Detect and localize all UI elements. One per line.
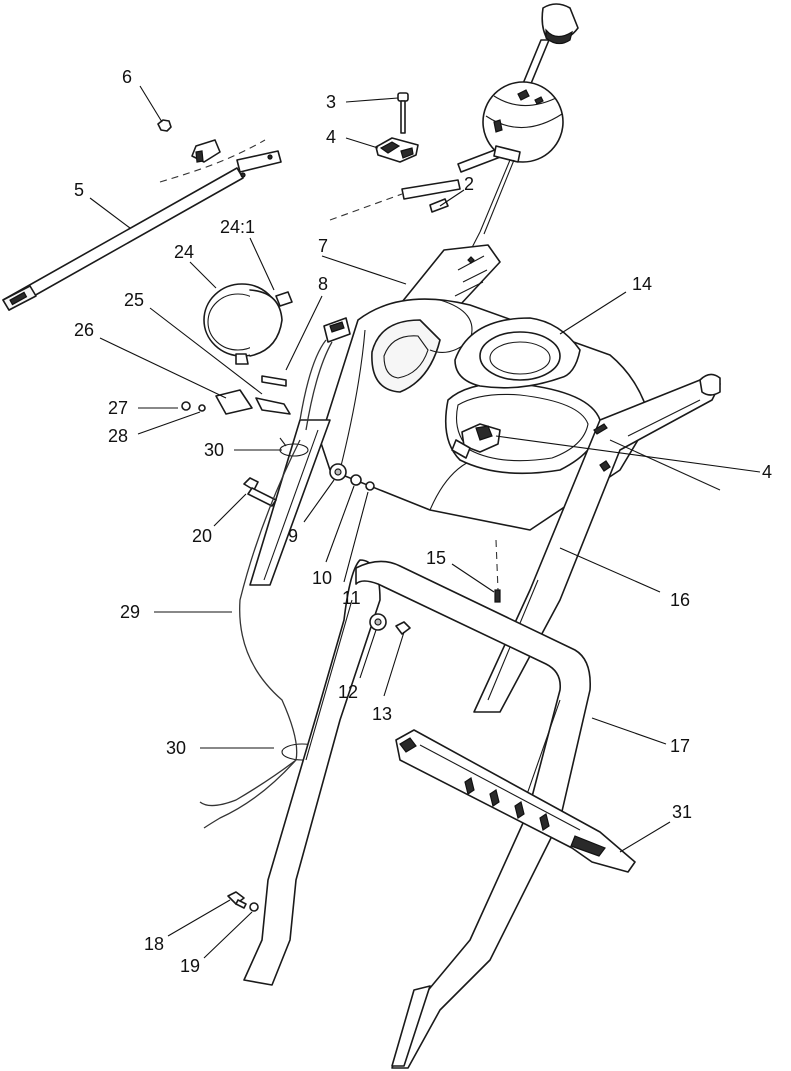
link-part-2: [329, 179, 461, 221]
callout-18: 18: [144, 934, 164, 954]
callout-9: 9: [288, 526, 298, 546]
callout-30-upper: 30: [204, 440, 224, 460]
callout-8: 8: [318, 274, 328, 294]
callout-31: 31: [672, 802, 692, 822]
hardware-parts-9-10-11: [329, 463, 375, 491]
callout-labels: 6 5 3 4 2 24:1 24 7 14 8 25 26 27 28 30 …: [74, 67, 772, 976]
wire-harness-part-29: [199, 439, 301, 829]
callout-24: 24: [174, 242, 194, 262]
callout-28: 28: [108, 426, 128, 446]
callout-2: 2: [464, 174, 474, 194]
callout-30-lower: 30: [166, 738, 186, 758]
callout-5: 5: [74, 180, 84, 200]
lower-panel-tube: [249, 419, 331, 586]
lower-handle-left: [243, 559, 381, 986]
clip-part-4-top: [375, 137, 419, 163]
hardware-parts-18-19: [227, 891, 259, 912]
callout-20: 20: [192, 526, 212, 546]
callout-4-right: 4: [762, 462, 772, 482]
callout-13: 13: [372, 704, 392, 724]
callout-7: 7: [318, 236, 328, 256]
callout-25: 25: [124, 290, 144, 310]
hardware-parts-12-13: [369, 613, 411, 635]
headlight-part-24: [203, 283, 293, 365]
chute-rack-part-31: [395, 729, 636, 873]
connector-part-8: [299, 317, 351, 431]
callout-26: 26: [74, 320, 94, 340]
callout-12: 12: [338, 682, 358, 702]
shift-rod-part-5: [2, 139, 282, 311]
switch-part-4-right: [451, 423, 501, 459]
callout-3: 3: [326, 92, 336, 112]
bolt-part-20: [243, 477, 277, 507]
callout-29: 29: [120, 602, 140, 622]
leader-lines: [89, 85, 761, 959]
shift-lever-assembly: [444, 3, 579, 301]
callout-15: 15: [426, 548, 446, 568]
callout-27: 27: [108, 398, 128, 418]
screw-part-15: [494, 539, 501, 603]
callout-19: 19: [180, 956, 200, 976]
callout-14: 14: [632, 274, 652, 294]
callout-17: 17: [670, 736, 690, 756]
callout-10: 10: [312, 568, 332, 588]
bracket-part-26: [181, 375, 291, 415]
callout-11: 11: [342, 588, 361, 608]
callout-24-1: 24:1: [220, 217, 255, 237]
callout-4-top: 4: [326, 127, 336, 147]
bezel-part-14: [454, 317, 581, 389]
nut-part-6: [157, 119, 221, 163]
callout-16: 16: [670, 590, 690, 610]
handle-tube-part-16: [473, 373, 721, 713]
callout-6: 6: [122, 67, 132, 87]
bolt-part-3: [397, 92, 409, 134]
